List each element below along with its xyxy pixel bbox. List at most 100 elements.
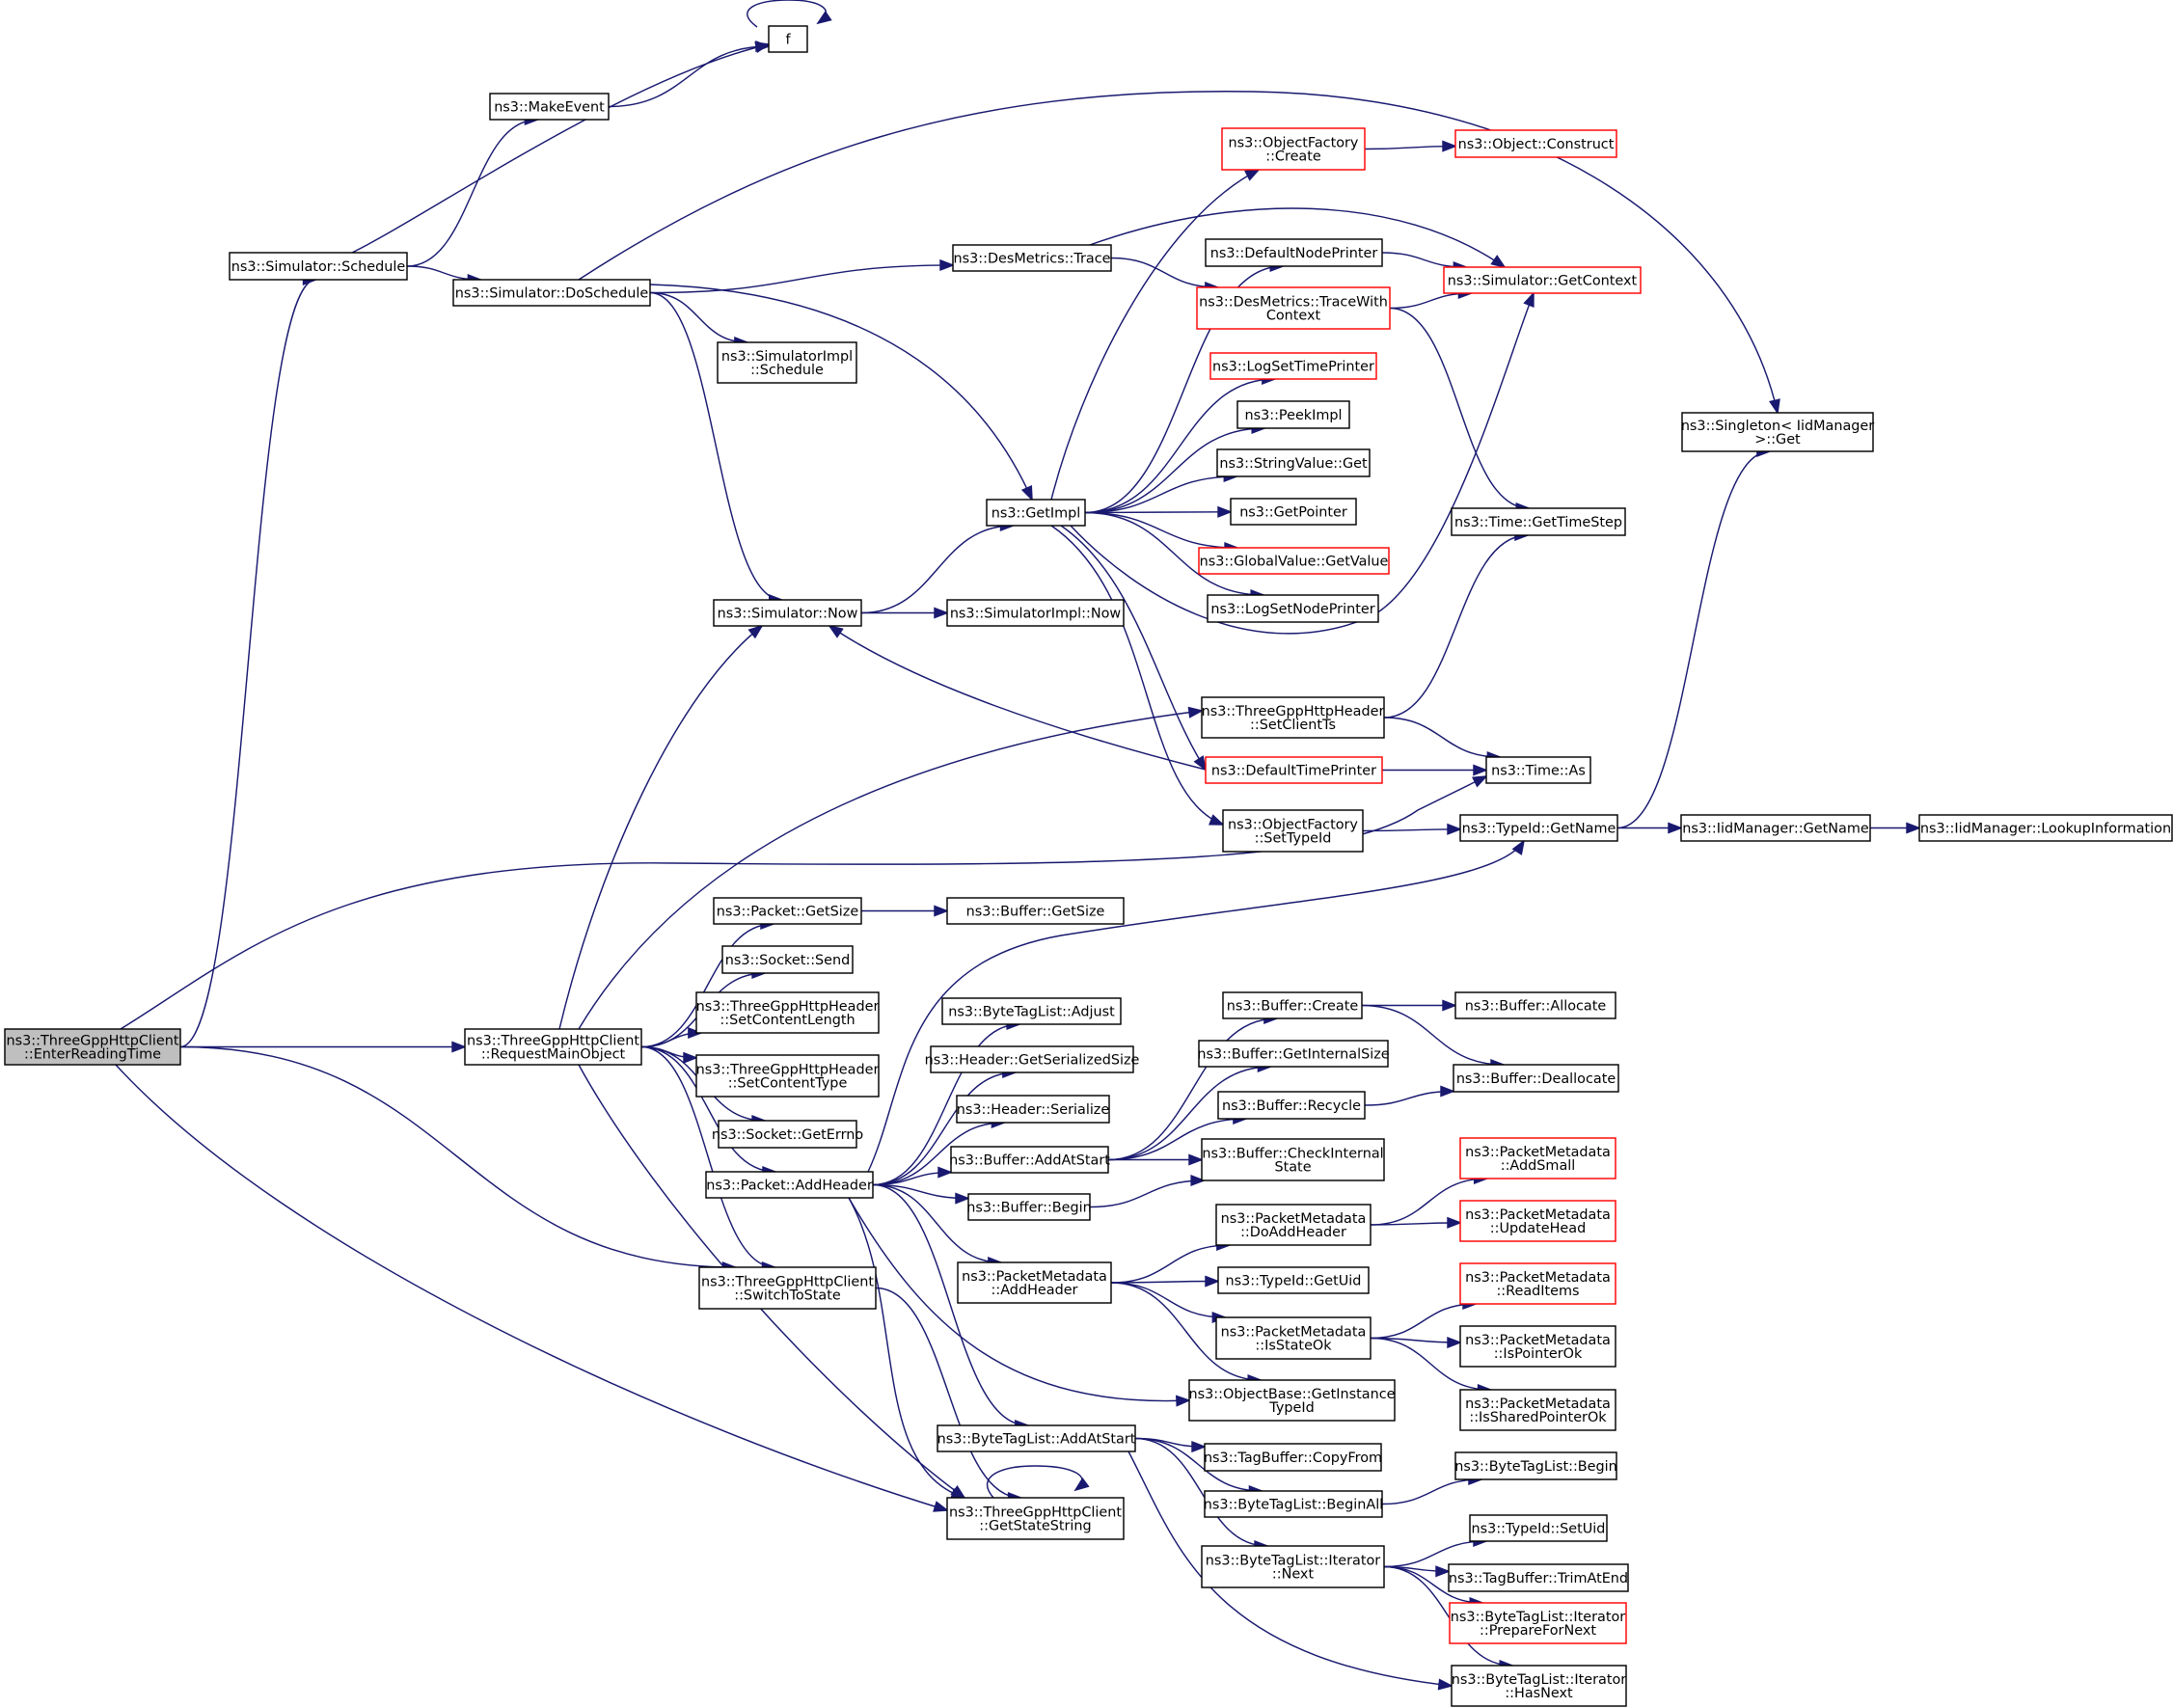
node-n6[interactable]: ns3::Simulator::GetContext: [1443, 266, 1642, 294]
edge-n66-n66: [986, 1465, 1090, 1499]
node-n68[interactable]: ns3::ThreeGppHttpHeader::SetContentLengt…: [695, 991, 880, 1034]
node-n8[interactable]: ns3::Time::GetTimeStep: [1451, 507, 1626, 536]
node-label: ::Next: [1272, 1567, 1315, 1583]
node-n15[interactable]: ns3::GlobalValue::GetValue: [1198, 547, 1390, 575]
node-n2[interactable]: ns3::MakeEvent: [489, 93, 610, 121]
node-n60[interactable]: ns3::TypeId::GetUid: [1217, 1266, 1370, 1294]
node-n4[interactable]: ns3::Simulator::DoSchedule: [452, 279, 651, 307]
node-n42[interactable]: ns3::ByteTagList::Iterator::HasNext: [1451, 1665, 1627, 1707]
node-n58[interactable]: ns3::PacketMetadata::IsSharedPointerOk: [1459, 1389, 1616, 1431]
node-n16[interactable]: ns3::GetPointer: [1230, 498, 1357, 526]
node-n63[interactable]: ns3::Socket::GetErrno: [712, 1120, 864, 1149]
node-n66[interactable]: ns3::ThreeGppHttpClient::GetStateString: [946, 1497, 1125, 1540]
node-box: [1454, 1451, 1617, 1480]
node-n69[interactable]: ns3::ThreeGppHttpHeader::SetContentType: [695, 1054, 880, 1098]
node-box: [718, 1120, 857, 1149]
node-n12[interactable]: ns3::Simulator::Now: [713, 599, 862, 627]
node-n37[interactable]: ns3::Buffer::Recycle: [1217, 1091, 1366, 1120]
node-n3[interactable]: f: [768, 25, 808, 53]
node-box: [229, 252, 408, 281]
node-n10[interactable]: ns3::DefaultNodePrinter: [1205, 238, 1383, 267]
edge-n33-n34: [1361, 999, 1458, 1012]
node-n5[interactable]: ns3::DesMetrics::Trace: [952, 244, 1112, 272]
node-n31[interactable]: ns3::Buffer::AddAtStart: [949, 1146, 1110, 1174]
node-box: [1204, 1490, 1383, 1518]
node-label: ns3::Simulator::Schedule: [231, 259, 406, 275]
node-label: ns3::PacketMetadata: [1221, 1211, 1367, 1227]
node-label: ns3::ObjectBase::GetInstance: [1189, 1387, 1396, 1402]
node-n62[interactable]: ns3::Buffer::GetSize: [946, 897, 1125, 925]
node-n36[interactable]: ns3::Buffer::GetInternalSize: [1197, 1040, 1390, 1068]
node-label: ::PrepareForNext: [1480, 1623, 1596, 1639]
node-box: [721, 945, 854, 974]
node-n18[interactable]: ns3::LogSetTimePrinter: [1209, 352, 1377, 380]
node-n29[interactable]: ns3::ThreeGppHttpClient::RequestMainObje…: [464, 1028, 642, 1066]
node-n55[interactable]: ns3::PacketMetadata::UpdateHead: [1459, 1200, 1616, 1242]
node-n38[interactable]: ns3::Buffer::Begin: [966, 1193, 1092, 1221]
node-n0[interactable]: ns3::ThreeGppHttpClient::EnterReadingTim…: [4, 1028, 181, 1066]
node-n23[interactable]: ns3::IidManager::GetName: [1680, 814, 1871, 842]
node-label: ns3::Time::GetTimeStep: [1454, 515, 1622, 530]
node-n35[interactable]: ns3::Buffer::Deallocate: [1453, 1064, 1619, 1093]
node-n27[interactable]: ns3::StringValue::Get: [1216, 448, 1371, 477]
node-box: [698, 1266, 877, 1310]
node-n26[interactable]: ns3::PeekImpl: [1236, 400, 1350, 429]
edge-n4-n28: [649, 291, 749, 349]
node-label: ns3::Packet::AddHeader: [706, 1179, 873, 1194]
node-box: [1485, 756, 1591, 784]
node-n40[interactable]: ns3::ByteTagList::BeginAll: [1204, 1490, 1383, 1518]
node-n1[interactable]: ns3::Simulator::Schedule: [229, 252, 408, 281]
node-n22[interactable]: ns3::TypeId::GetName: [1459, 814, 1618, 842]
node-n61[interactable]: ns3::Packet::GetSize: [713, 897, 862, 925]
edge-n29-n67: [578, 706, 1204, 1030]
node-n43[interactable]: ns3::ByteTagList::Iterator::Next: [1201, 1545, 1385, 1588]
node-n33[interactable]: ns3::Buffer::Create: [1222, 991, 1363, 1019]
node-n20[interactable]: ns3::Object::Construct: [1454, 129, 1617, 158]
node-box: [1454, 129, 1617, 158]
node-box: [957, 1261, 1112, 1304]
node-n47[interactable]: ns3::TagBuffer::CopyFrom: [1204, 1443, 1382, 1472]
node-n24[interactable]: ns3::IidManager::LookupInformation: [1918, 814, 2173, 842]
node-n39[interactable]: ns3::ByteTagList::AddAtStart: [937, 1424, 1136, 1452]
node-n34[interactable]: ns3::Buffer::Allocate: [1454, 991, 1616, 1019]
node-n21[interactable]: ns3::ObjectFactory::SetTypeId: [1222, 809, 1364, 853]
node-n17[interactable]: ns3::LogSetNodePrinter: [1207, 594, 1379, 623]
node-n53[interactable]: ns3::PacketMetadata::DoAddHeader: [1215, 1204, 1372, 1246]
node-n59[interactable]: ns3::PacketMetadata::ReadItems: [1459, 1262, 1616, 1305]
node-n9[interactable]: ns3::GetImpl: [986, 499, 1086, 527]
node-n13[interactable]: ns3::SimulatorImpl::Now: [946, 599, 1125, 627]
node-n19[interactable]: ns3::ObjectFactory::Create: [1221, 127, 1366, 171]
node-n44[interactable]: ns3::ByteTagList::Iterator::PrepareForNe…: [1449, 1602, 1627, 1644]
edge-n9-n27: [1084, 470, 1239, 514]
edge-n30-n38: [872, 1183, 971, 1205]
node-n41[interactable]: ns3::ByteTagList::Begin: [1454, 1451, 1617, 1480]
node-box: [4, 1028, 181, 1066]
node-n50[interactable]: ns3::Header::Serialize: [956, 1095, 1110, 1124]
node-n45[interactable]: ns3::TagBuffer::TrimAtEnd: [1448, 1563, 1629, 1592]
node-box: [946, 897, 1125, 925]
node-n46[interactable]: ns3::TypeId::SetUid: [1469, 1514, 1608, 1542]
node-n11[interactable]: ns3::DefaultTimePrinter: [1205, 756, 1383, 784]
node-box: [946, 1497, 1125, 1540]
node-n28[interactable]: ns3::SimulatorImpl::Schedule: [717, 341, 857, 384]
node-n57[interactable]: ns3::PacketMetadata::IsPointerOk: [1459, 1325, 1616, 1368]
node-n64[interactable]: ns3::Socket::Send: [721, 945, 854, 974]
node-label: ns3::Simulator::Now: [718, 607, 858, 622]
node-n48[interactable]: ns3::ByteTagList::Adjust: [941, 997, 1122, 1025]
node-n67[interactable]: ns3::ThreeGppHttpHeader::SetClientTs: [1201, 696, 1385, 739]
node-n65[interactable]: ns3::ThreeGppHttpClient::SwitchToState: [698, 1266, 877, 1310]
node-n25[interactable]: ns3::Singleton< IidManager>::Get: [1681, 412, 1874, 452]
edge-n67-n14: [1383, 717, 1503, 764]
edge-n12-n13: [860, 607, 950, 619]
node-n56[interactable]: ns3::PacketMetadata::IsStateOk: [1215, 1316, 1372, 1360]
node-box: [1469, 1514, 1608, 1542]
node-n14[interactable]: ns3::Time::As: [1485, 756, 1591, 784]
node-n52[interactable]: ns3::PacketMetadata::AddHeader: [957, 1261, 1112, 1304]
node-n30[interactable]: ns3::Packet::AddHeader: [705, 1171, 874, 1199]
node-box: [1459, 1325, 1616, 1368]
node-n54[interactable]: ns3::PacketMetadata::AddSmall: [1459, 1137, 1616, 1179]
node-n49[interactable]: ns3::Header::GetSerializedSize: [925, 1045, 1140, 1073]
